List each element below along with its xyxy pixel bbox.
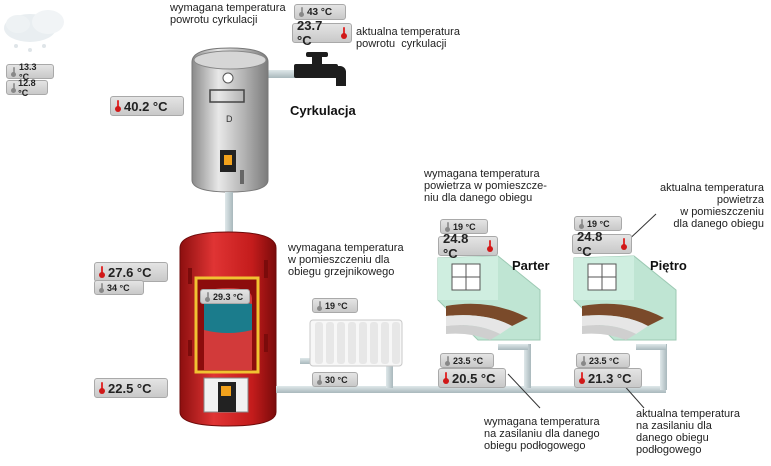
thermometer-icon — [99, 282, 104, 293]
parter-supply-required-badge: 23.5 °C — [440, 353, 494, 368]
parter-room-actual: 24.8 °C — [443, 231, 469, 261]
outdoor-temp-2-badge: 12.8 °C — [6, 77, 48, 98]
thermometer-icon — [579, 218, 584, 229]
house-parter — [437, 255, 541, 341]
outdoor-temp-1: 13.3 °C — [18, 61, 37, 82]
buffer-bottom-temp: 22.5 °C — [108, 380, 152, 396]
buffer-inner-temp: 29.3 °C — [213, 291, 244, 302]
weather-cloud-icon — [4, 10, 64, 52]
pietro-room-required-badge: 19 °C — [574, 216, 622, 231]
pietro-title: Piętro — [650, 258, 687, 273]
buffer-top-temp: 27.6 °C — [108, 264, 152, 280]
circulation-actual-badge: 23.7 °C — [292, 18, 352, 48]
circulation-required-value: 43 °C — [307, 6, 333, 18]
pietro-supply-required: 23.5 °C — [589, 355, 620, 366]
pietro-supply-actual: 21.3 °C — [588, 370, 632, 386]
buffer-top-temp-badge: 27.6 °C — [94, 262, 168, 282]
pietro-room-required: 19 °C — [587, 218, 610, 229]
thermometer-icon — [11, 82, 16, 93]
thermometer-icon — [99, 382, 105, 394]
buffer-required-temp: 34 °C — [107, 282, 130, 293]
water-tap-icon — [294, 52, 346, 86]
house-pietro — [573, 255, 677, 341]
thermometer-icon — [317, 374, 322, 385]
parter-note-above: wymagana temperatura powietrza w pomiesz… — [424, 168, 547, 204]
buffer-inner-badge: 29.3 °C — [200, 289, 250, 304]
thermometer-icon — [11, 66, 16, 77]
buffer-bottom-temp-badge: 22.5 °C — [94, 378, 168, 398]
boiler-temp-value: 40.2 °C — [124, 98, 168, 114]
thermometer-icon — [487, 240, 494, 252]
radiator-required-badge: 19 °C — [312, 298, 358, 313]
thermometer-icon — [443, 372, 449, 384]
radiator-supply-temp: 30 °C — [325, 374, 348, 385]
pietro-supply-actual-badge: 21.3 °C — [574, 368, 642, 388]
circulation-actual-label: aktualna temperatura powrotu cyrkulacji — [356, 26, 460, 50]
thermometer-icon — [579, 372, 585, 384]
pietro-room-actual: 24.8 °C — [577, 229, 603, 259]
thermometer-icon — [317, 300, 322, 311]
parter-supply-actual: 20.5 °C — [452, 370, 496, 386]
boiler-temp-badge: 40.2 °C — [110, 96, 184, 116]
radiator-supply-badge: 30 °C — [312, 372, 358, 387]
pietro-room-actual-badge: 24.8 °C — [572, 229, 632, 259]
parter-title: Parter — [512, 258, 550, 273]
pietro-supply-required-badge: 23.5 °C — [576, 353, 630, 368]
thermometer-icon — [581, 355, 586, 366]
thermometer-icon — [621, 238, 628, 250]
thermometer-icon — [299, 7, 304, 17]
radiator-label: wymagana temperatura w pomieszczeniu dla… — [288, 242, 404, 278]
radiator-required-temp: 19 °C — [325, 300, 348, 311]
outdoor-temp-2: 12.8 °C — [18, 77, 36, 98]
parter-room-required-badge: 19 °C — [440, 219, 488, 234]
parter-note-below: wymagana temperatura na zasilaniu dla da… — [484, 416, 600, 452]
circulation-actual-value: 23.7 °C — [297, 18, 323, 48]
thermometer-icon — [445, 355, 450, 366]
radiator-icon — [309, 319, 403, 367]
thermometer-icon — [99, 266, 105, 278]
pietro-note-above: aktualna temperatura powietrza w pomiesz… — [660, 182, 764, 230]
parter-supply-required: 23.5 °C — [453, 355, 484, 366]
thermometer-icon — [115, 100, 121, 112]
parter-room-actual-badge: 24.8 °C — [438, 231, 498, 261]
circulation-required-label: wymagana temperatura powrotu cyrkulacji — [170, 2, 286, 26]
circulation-required-badge: 43 °C — [294, 4, 346, 20]
circulation-title: Cyrkulacja — [290, 103, 356, 118]
buffer-required-badge: 34 °C — [94, 280, 144, 295]
thermometer-icon — [445, 221, 450, 232]
pietro-note-below: aktualna temperatura na zasilaniu dla da… — [636, 408, 740, 456]
svg-text:D: D — [226, 114, 233, 124]
thermometer-icon — [341, 27, 348, 39]
thermometer-icon — [205, 291, 210, 302]
outdoor-temp-1-badge: 13.3 °C — [6, 61, 54, 82]
parter-supply-actual-badge: 20.5 °C — [438, 368, 506, 388]
parter-room-required: 19 °C — [453, 221, 476, 232]
